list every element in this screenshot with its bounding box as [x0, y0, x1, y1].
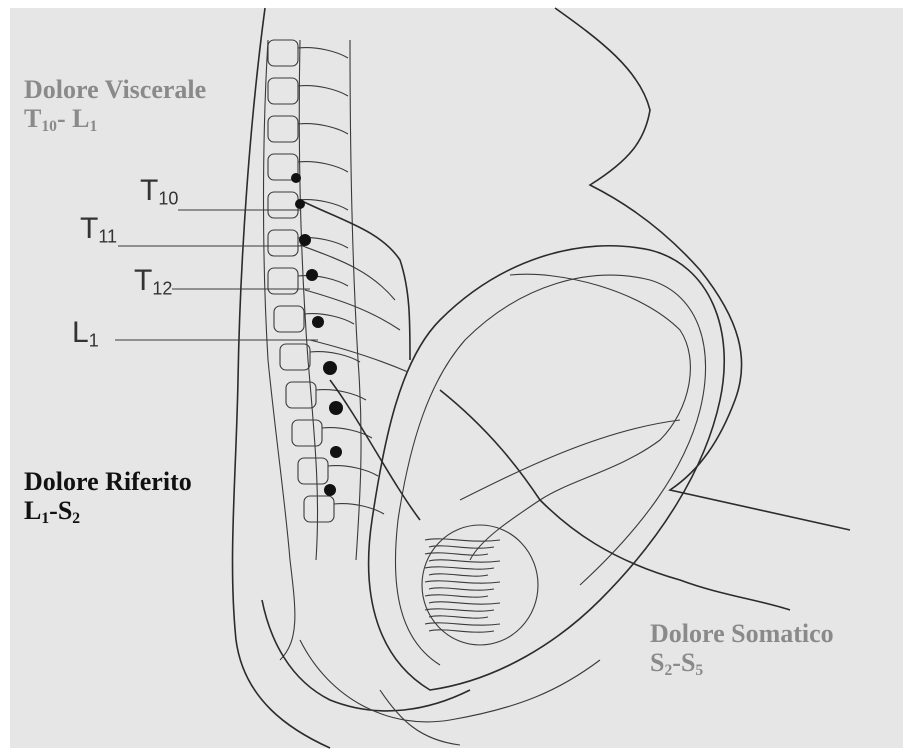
- hatch-line: [429, 630, 494, 632]
- visceral-range: T10- L1: [24, 105, 206, 135]
- vertebra: [280, 344, 310, 370]
- spinous-process: [298, 86, 348, 96]
- hatch-line: [425, 595, 488, 597]
- hatch-line: [429, 546, 494, 548]
- spinous-process: [298, 162, 348, 172]
- fetus-head: [422, 525, 538, 645]
- vertebra: [304, 496, 334, 522]
- hatch-line: [425, 581, 500, 583]
- spinous-process: [310, 352, 360, 362]
- sacrum-outline: [262, 600, 470, 711]
- spinous-process: [298, 48, 348, 58]
- spinous-process: [298, 276, 348, 286]
- fetus-head-hatching: [425, 539, 500, 632]
- hatch-line: [429, 574, 488, 576]
- vertebra: [268, 230, 298, 256]
- vertebra: [292, 420, 322, 446]
- vertebra: [268, 192, 298, 218]
- hatch-line: [425, 567, 494, 569]
- hatch-line: [429, 616, 488, 618]
- vertebra: [268, 268, 298, 294]
- nerve-pathways: [300, 200, 790, 610]
- referred-pain-label: Dolore Riferito L1-S2: [24, 468, 192, 527]
- visceral-pain-label: Dolore Viscerale T10- L1: [24, 76, 206, 135]
- vertebra: [274, 306, 304, 332]
- uterus-inner: [395, 275, 705, 665]
- nerve-root-markers: [291, 173, 343, 496]
- vertebra: [298, 458, 328, 484]
- referred-range: L1-S2: [24, 497, 192, 527]
- spinous-process: [304, 314, 354, 324]
- visceral-title: Dolore Viscerale: [24, 76, 206, 105]
- abdomen-outline: [555, 8, 850, 530]
- spinous-process: [328, 466, 378, 476]
- vertebra: [268, 78, 298, 104]
- hatch-line: [425, 553, 488, 555]
- spinous-process: [298, 200, 348, 210]
- somatic-pain-label: Dolore Somatico S2-S5: [650, 620, 834, 679]
- nerve-level-t12: T12: [134, 266, 172, 298]
- pelvic-floor: [300, 640, 600, 722]
- somatic-title: Dolore Somatico: [650, 620, 834, 649]
- vertebra: [268, 40, 298, 66]
- somatic-range: S2-S5: [650, 649, 834, 679]
- hatch-line: [425, 609, 494, 611]
- hatch-line: [429, 588, 494, 590]
- vertebrae-group: [268, 40, 384, 522]
- hatch-line: [429, 602, 500, 604]
- somatic-nerve: [440, 390, 790, 610]
- spinous-process: [298, 124, 348, 134]
- nerve-level-l1: L1: [72, 318, 99, 350]
- nerve-level-t10: T10: [140, 176, 178, 208]
- fetus-body: [470, 274, 690, 560]
- referred-title: Dolore Riferito: [24, 468, 192, 497]
- back-outline: [233, 8, 330, 748]
- hatch-line: [429, 560, 500, 562]
- nerve-level-t11: T11: [80, 214, 117, 246]
- hatch-line: [425, 539, 500, 541]
- vertebra: [268, 116, 298, 142]
